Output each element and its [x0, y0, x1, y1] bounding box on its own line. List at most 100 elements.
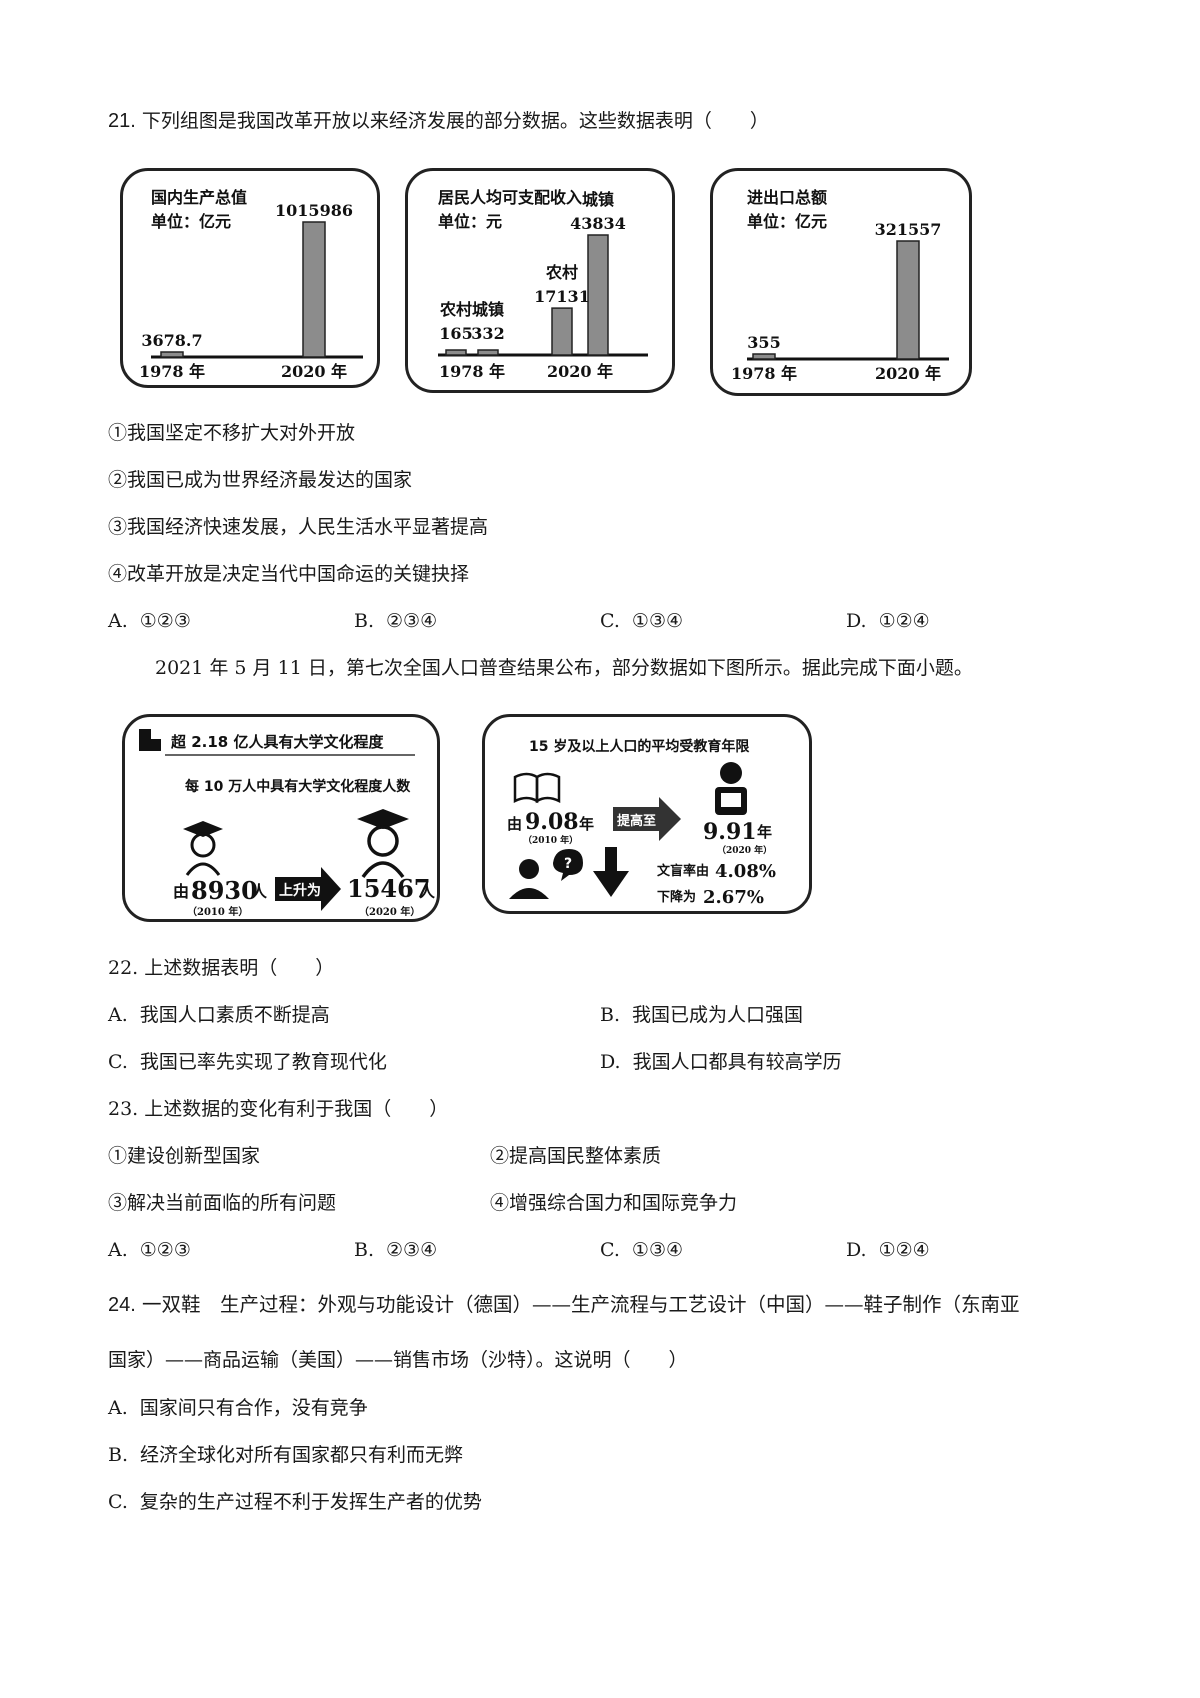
income-chart-unit: 单位：元	[438, 212, 502, 231]
trade-x-label-1: 2020 年	[875, 364, 941, 383]
svg-text:（2020 年）: （2020 年）	[717, 844, 772, 856]
schooling-title: 15 岁及以上人口的平均受教育年限	[529, 738, 749, 755]
college-education-infographic: 超 2.18 亿人具有大学文化程度 每 10 万人中具有大学文化程度人数 由 8…	[122, 714, 440, 922]
q24-stem-line1: 24. 一双鞋 生产过程：外观与功能设计（德国）——生产流程与工艺设计（中国）—…	[108, 1293, 1020, 1316]
trade-chart-unit: 单位：亿元	[747, 212, 827, 231]
trade-value-label-0: 355	[747, 333, 780, 352]
svg-text:文盲率由: 文盲率由	[657, 863, 709, 879]
q23-stem: 23. 上述数据的变化有利于我国（ ）	[108, 1098, 449, 1120]
svg-text:年: 年	[579, 815, 594, 833]
q21-number: 21.	[108, 110, 136, 132]
svg-text:（2010 年）: （2010 年）	[187, 905, 248, 918]
trade-value-label-1: 321557	[875, 220, 942, 239]
income-chart-title: 居民人均可支配收入	[438, 188, 582, 207]
q21-option-d[interactable]: D.①②④	[846, 610, 930, 632]
svg-text:?: ?	[564, 856, 572, 872]
gdp-bar-0	[160, 351, 184, 358]
income-series-label-1-1: 城镇	[582, 190, 614, 209]
gdp-bar-1	[302, 221, 326, 358]
q21-stem: 21. 下列组图是我国改革开放以来经济发展的部分数据。这些数据表明（ ）	[108, 108, 769, 134]
income-series-label-0-1: 城镇	[472, 300, 504, 319]
gdp-value-label-1: 1015986	[275, 201, 353, 220]
q24-option-a[interactable]: A.国家间只有合作，没有竞争	[108, 1397, 368, 1419]
q22-stem: 22. 上述数据表明（ ）	[108, 957, 335, 979]
college-to-value: 15467	[347, 874, 431, 903]
college-arrow-label: 上升为	[279, 882, 321, 899]
q24-number: 24.	[108, 1294, 136, 1316]
income-value-label-0-1: 332	[471, 324, 504, 343]
svg-text:（2020 年）: （2020 年）	[359, 905, 420, 918]
q21-statement-3: ③我国经济快速发展，人民生活水平显著提高	[108, 516, 489, 538]
q21-option-b[interactable]: B.②③④	[354, 610, 438, 632]
q23-option-a[interactable]: A.①②③	[108, 1239, 191, 1261]
income-bar-1-0	[551, 307, 573, 356]
college-from-value: 8930	[191, 876, 258, 905]
q23-option-c[interactable]: C.①③④	[600, 1239, 684, 1261]
q23-statement-4: ④增强综合国力和国际竞争力	[490, 1192, 738, 1214]
income-chart: 居民人均可支配收入 单位：元 165 农村 332 城镇 1978 年 17131 农村 43…	[405, 168, 675, 393]
college-title: 超 2.18 亿人具有大学文化程度	[170, 733, 384, 751]
svg-text:人: 人	[251, 882, 268, 901]
gdp-chart-unit: 单位：亿元	[151, 212, 231, 231]
people-question-icon: ?	[509, 849, 583, 899]
trade-chart-title: 进出口总额	[747, 188, 827, 207]
q21-statement-2: ②我国已成为世界经济最发达的国家	[108, 469, 413, 491]
svg-text:人: 人	[419, 882, 436, 901]
income-series-label-0-0: 农村	[439, 300, 472, 319]
income-value-label-1-0: 17131	[534, 287, 590, 306]
illiteracy-from-value: 4.08%	[715, 861, 776, 882]
q22-option-b[interactable]: B.我国已成为人口强国	[600, 1004, 804, 1026]
q21-option-a[interactable]: A.①②③	[108, 610, 191, 632]
svg-text:年: 年	[757, 823, 772, 841]
q21-stem-text: 下列组图是我国改革开放以来经济发展的部分数据。这些数据表明（ ）	[141, 110, 769, 132]
q23-statement-1: ①建设创新型国家	[108, 1145, 261, 1167]
gdp-value-label-0: 3678.7	[141, 331, 202, 350]
q24-stem-line2: 国家）——商品运输（美国）——销售市场（沙特）。这说明（ ）	[108, 1349, 688, 1371]
reading-student-icon	[715, 762, 747, 815]
svg-text:下降为: 下降为	[657, 889, 696, 905]
q23-statement-2: ②提高国民整体素质	[490, 1145, 662, 1167]
q21-statement-1: ①我国坚定不移扩大对外开放	[108, 422, 356, 444]
graduate-student-icon-large	[357, 809, 409, 879]
q22-option-c[interactable]: C.我国已率先实现了教育现代化	[108, 1051, 387, 1073]
schooling-from-value: 9.08	[525, 809, 579, 835]
svg-text:由: 由	[173, 882, 189, 901]
trade-bar-1	[896, 240, 920, 360]
q23-statement-3: ③解决当前面临的所有问题	[108, 1192, 337, 1214]
arrow-right-icon	[275, 867, 341, 911]
q24-option-c[interactable]: C.复杂的生产过程不利于发挥生产者的优势	[108, 1491, 482, 1513]
q21-statement-4: ④改革开放是决定当代中国命运的关键抉择	[108, 563, 470, 585]
trade-bar-0	[752, 353, 776, 360]
college-subtitle: 每 10 万人中具有大学文化程度人数	[185, 778, 411, 795]
q23-option-b[interactable]: B.②③④	[354, 1239, 438, 1261]
income-x-label-0: 1978 年	[439, 362, 505, 381]
open-book-icon	[513, 772, 561, 804]
schooling-years-infographic: 15 岁及以上人口的平均受教育年限 由 9.08 年 （2010 年） 提高至	[482, 714, 812, 914]
income-value-label-0-0: 165	[439, 324, 472, 343]
arrow-right-icon-2	[613, 797, 681, 841]
q24-option-b[interactable]: B.经济全球化对所有国家都只有利而无弊	[108, 1444, 464, 1466]
schooling-to-value: 9.91	[703, 819, 757, 845]
income-x-label-1: 2020 年	[547, 362, 613, 381]
income-bar-0-0	[445, 349, 467, 356]
gdp-chart-title: 国内生产总值	[151, 188, 247, 207]
income-chart-svg: 居民人均可支配收入 单位：元 165 农村 332 城镇 1978 年 17131 农村 43…	[438, 188, 648, 381]
gdp-x-label-1: 2020 年	[281, 362, 347, 381]
schooling-arrow-label: 提高至	[617, 813, 656, 829]
income-bar-1-1	[587, 234, 609, 356]
income-series-label-1-0: 农村	[545, 263, 578, 282]
income-bar-0-1	[477, 349, 499, 356]
q21-option-c[interactable]: C.①③④	[600, 610, 684, 632]
svg-text:由: 由	[507, 815, 522, 833]
q22-option-d[interactable]: D.我国人口都具有较高学历	[600, 1051, 842, 1073]
q22-option-a[interactable]: A.我国人口素质不断提高	[108, 1004, 330, 1026]
illiteracy-to-value: 2.67%	[703, 887, 764, 908]
income-value-label-1-1: 43834	[570, 214, 626, 233]
svg-text:（2010 年）: （2010 年）	[523, 834, 578, 846]
q23-option-d[interactable]: D.①②④	[846, 1239, 930, 1261]
